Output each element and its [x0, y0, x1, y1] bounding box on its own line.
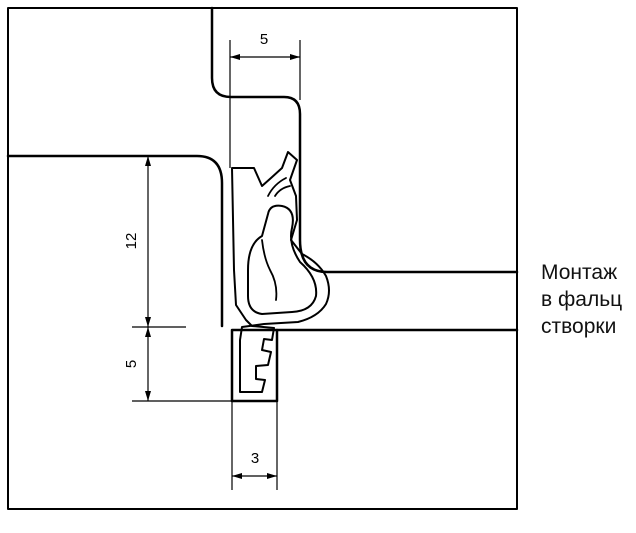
- top-width-label: 5: [260, 31, 268, 48]
- lip-height-label: 5: [123, 360, 140, 368]
- bottom-width-label: 3: [251, 450, 259, 467]
- seal-inner-chamber: [261, 239, 278, 301]
- dim-12-arrow-top: [145, 156, 151, 166]
- drawing-frame: [7, 7, 518, 510]
- seal-fin-upper: [267, 177, 287, 197]
- caption-line-2: в фальц: [541, 288, 623, 311]
- seal-height-label: 12: [123, 233, 140, 250]
- sash-profile: [6, 154, 224, 328]
- dim-5-arrow-top: [145, 327, 151, 337]
- caption-line-3: створки: [541, 315, 617, 338]
- top-dim-arrow-right: [290, 54, 300, 60]
- bottom-dim-arrow-right: [267, 473, 277, 479]
- frame-profile: [210, 6, 519, 274]
- rubber-seal: [231, 151, 330, 393]
- sash-lower-profile: [230, 328, 519, 403]
- seal-inner-loop: [247, 204, 318, 315]
- installation-caption: Монтаж в фальц створки: [541, 259, 622, 340]
- dim-5-arrow-bottom: [145, 391, 151, 401]
- top-dim-arrow-left: [230, 54, 240, 60]
- bottom-dim-arrow-left: [232, 473, 242, 479]
- seal-fin-lower: [274, 185, 291, 197]
- dim-12-arrow-bottom: [145, 317, 151, 327]
- caption-line-1: Монтаж: [541, 261, 618, 284]
